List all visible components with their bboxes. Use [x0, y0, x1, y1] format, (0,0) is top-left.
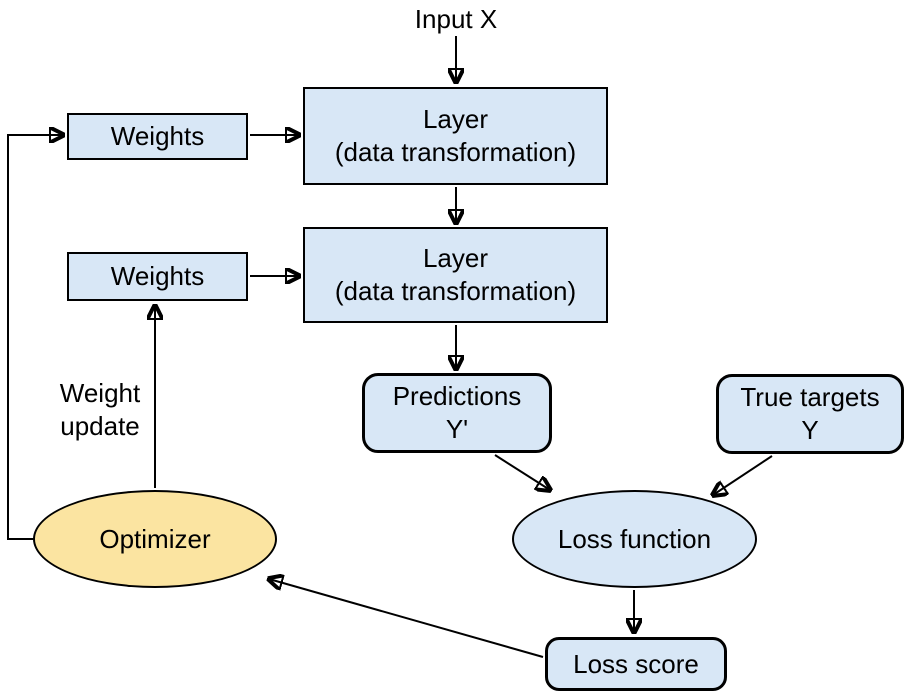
arrow-predictions-to-loss-function [494, 454, 550, 490]
loss-function-label: Loss function [557, 523, 712, 554]
weight-update-label: Weight update [30, 377, 170, 443]
weights-bottom-label: Weights [110, 261, 205, 291]
input-x-label: Input X [356, 3, 556, 36]
weights-box-top: Weights [67, 113, 248, 160]
layer-box-top: Layer (data transformation) [303, 87, 608, 185]
true-targets-box: True targets Y [716, 374, 904, 454]
layer-bottom-subtitle: (data transformation) [334, 276, 577, 306]
optimizer-label: Optimizer [99, 523, 211, 554]
layer-top-title: Layer [422, 104, 489, 134]
optimizer-ellipse: Optimizer [33, 490, 277, 588]
loss-function-ellipse: Loss function [512, 490, 757, 588]
layer-box-bottom: Layer (data transformation) [303, 227, 608, 323]
true-targets-title: True targets [740, 382, 880, 412]
weight-update-line2: update [60, 411, 140, 441]
predictions-title: Predictions [392, 381, 522, 411]
loss-score-box: Loss score [545, 637, 727, 691]
arrow-optimizer-loop-to-weights-top [7, 135, 63, 540]
weights-box-bottom: Weights [67, 252, 248, 301]
weights-top-label: Weights [110, 121, 205, 151]
layer-bottom-title: Layer [422, 243, 489, 273]
predictions-box: Predictions Y' [362, 373, 552, 453]
arrow-true-targets-to-loss-function [713, 455, 773, 495]
input-x-text: Input X [414, 4, 498, 34]
arrow-loss-score-to-optimizer [269, 579, 544, 658]
layer-top-subtitle: (data transformation) [334, 137, 577, 167]
true-targets-symbol: Y [801, 415, 819, 445]
weight-update-line1: Weight [59, 378, 141, 408]
loss-score-label: Loss score [573, 648, 699, 679]
predictions-symbol: Y' [445, 414, 469, 444]
